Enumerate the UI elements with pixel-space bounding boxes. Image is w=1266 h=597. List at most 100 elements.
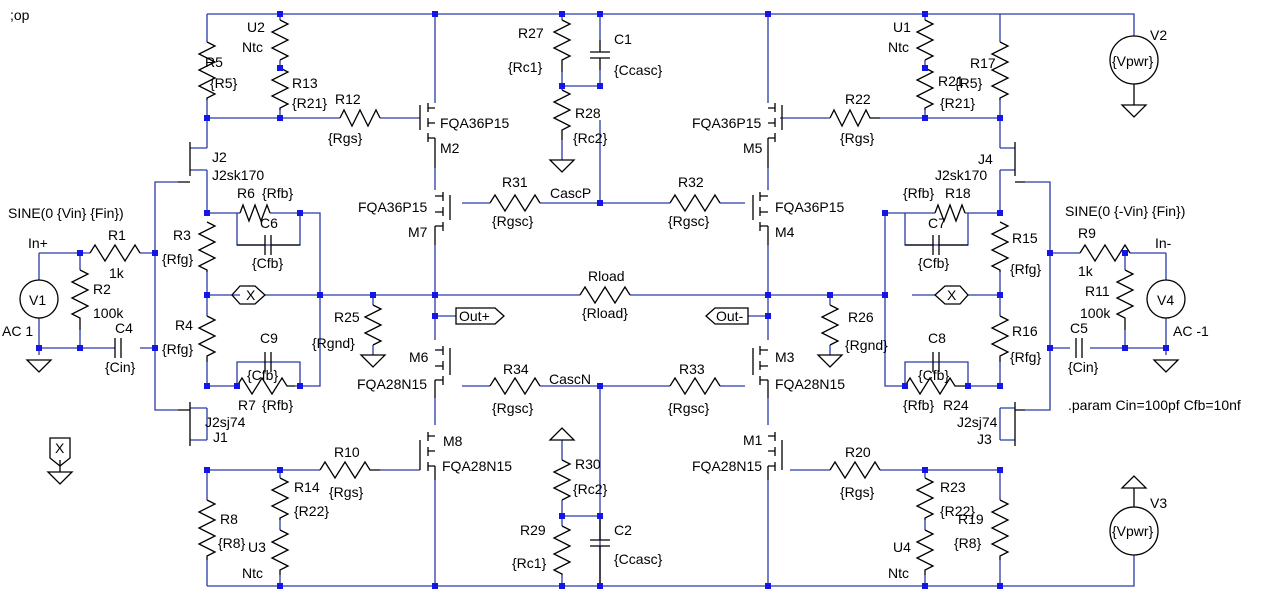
label-u4: U4 [893,539,911,555]
ground-v1 [25,359,53,373]
resistor-r1 [89,243,141,263]
resistor-r2 [70,269,90,330]
node [1122,250,1128,256]
label-m1: M1 [743,432,763,448]
label-r12: R12 [335,91,361,107]
node [922,11,928,17]
capacitor-c2 [590,516,610,586]
label-r15: R15 [1012,230,1038,246]
label-ntc-4: Ntc [888,565,909,581]
label-j2sj74: J2sj74 [205,414,246,430]
label-r7: R7 [238,397,256,413]
node [204,210,210,216]
ntc-u2 [270,19,290,61]
label-rload-value: {Rload} [582,305,628,321]
label-m7-part: FQA36P15 [358,199,427,215]
label-r22-value-2: {R22} [940,503,975,519]
label-r22: R22 [845,91,871,107]
node [597,83,603,89]
node [297,383,303,389]
label-j3: J3 [977,431,992,447]
netlabel-outp-shape [455,307,505,325]
node [1163,345,1169,351]
label-rfg-value-4: {Rfg} [1010,349,1041,365]
node [765,583,771,589]
node [965,383,971,389]
label-r4: R4 [175,317,193,333]
resistor-r31 [489,193,541,213]
label-r26: R26 [848,309,874,325]
node [277,583,283,589]
node [432,292,438,298]
label-rfg-value-2: {Rfg} [1010,261,1041,277]
ground-r26 [816,354,844,368]
label-r3: R3 [173,227,191,243]
label-m8-part: FQA28N15 [442,458,512,474]
label-c8: C8 [928,330,946,346]
label-c1: C1 [614,31,632,47]
label-r14: R14 [294,479,320,495]
capacitor-c6 [237,235,300,255]
mosfet-m4 [752,192,769,245]
mosfet-m8 [419,432,436,480]
label-r8: R8 [220,511,238,527]
label-rfg-value: {Rfg} [162,251,193,267]
label-rgsc-value-3: {Rgsc} [492,400,534,416]
label-u2: U2 [247,19,265,35]
node [559,11,565,17]
label-ntc: Ntc [242,39,263,55]
node [922,583,928,589]
node [277,11,283,17]
source-v1 [19,279,59,319]
label-rgsc-value-4: {Rgsc} [668,400,710,416]
ground-v3 [1120,475,1148,489]
label-j1: J1 [213,429,228,445]
node [997,583,1003,589]
capacitor-c9 [264,352,272,372]
node [1047,345,1053,351]
resistor-r16 [990,315,1010,362]
node [922,65,928,71]
label-r29: R29 [520,522,546,538]
label-rc2-value: {Rc2} [573,130,608,146]
label-v2: V2 [1150,27,1167,43]
label-out-pos: Out+ [459,308,490,324]
label-r2-value: 100k [93,305,124,321]
label-rgs-value-3: {Rgs} [329,484,364,500]
resistor-r17 [990,41,1010,100]
label-x-right: X [947,287,957,303]
label-m1-part: FQA28N15 [692,458,762,474]
ground-v2 [1120,104,1148,118]
node [152,250,158,256]
label-rc2-value-2: {Rc2} [573,481,608,497]
label-r9: R9 [1078,225,1096,241]
resistor-r7 [236,376,295,396]
label-r11-value: 100k [1080,305,1111,321]
label-r16: R16 [1012,323,1038,339]
node [1122,345,1128,351]
node [1047,250,1053,256]
source-v4 [1146,279,1186,319]
jfet-j2 [178,142,191,183]
label-rgsc-value-2: {Rgsc} [668,213,710,229]
node [997,292,1003,298]
label-r10: R10 [334,444,360,460]
node [297,210,303,216]
node [432,11,438,17]
label-r33: R33 [679,361,705,377]
label-cfb-value-2: {Cfb} [918,255,949,271]
label-ac-neg1: AC -1 [1173,323,1209,339]
ground-r25 [359,354,387,368]
label-c4: C4 [115,320,133,336]
nodes [36,11,1169,589]
label-r9-value: 1k [1078,263,1094,279]
resistor-r14 [270,477,290,520]
node [77,345,83,351]
resistor-r11 [1115,269,1135,330]
resistor-r26 [820,304,840,346]
netlabel-outn-shape [705,307,749,325]
label-c6: C6 [260,215,278,231]
label-cin-value: {Cin} [105,359,136,375]
ground-r30 [548,427,576,441]
